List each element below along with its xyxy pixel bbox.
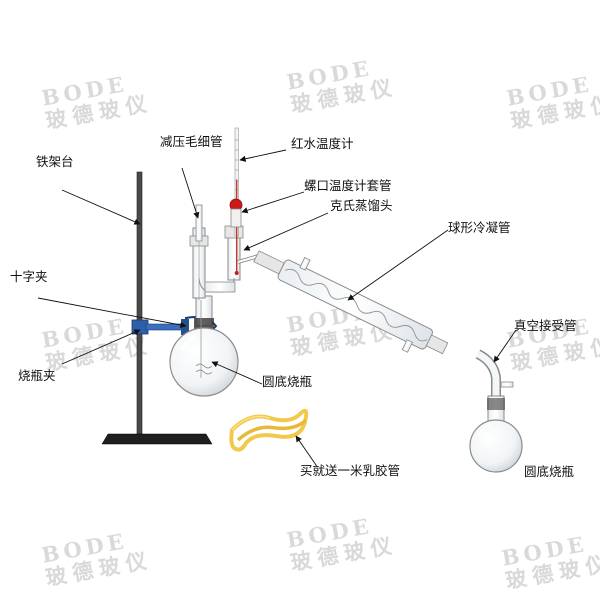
label-thermometer-adapter: 螺口温度计套管 xyxy=(304,178,392,193)
round-bottom-flask-left xyxy=(169,295,239,397)
thermometer-adapter xyxy=(229,198,243,228)
label-round-flask-right: 圆底烧瓶 xyxy=(524,464,575,479)
label-vacuum-adapter: 真空接受管 xyxy=(514,318,577,333)
label-capillary-tube: 减压毛细管 xyxy=(160,134,223,149)
capillary-tube xyxy=(195,204,203,300)
label-cross-clamp: 十字夹 xyxy=(10,269,48,284)
label-round-flask-left: 圆底烧瓶 xyxy=(262,374,313,389)
label-latex-tubing: 买就送一米乳胶管 xyxy=(300,463,401,478)
allihn-condenser xyxy=(253,250,449,355)
round-bottom-flask-right xyxy=(469,395,523,473)
latex-tubing xyxy=(229,408,309,452)
label-allihn-condenser: 球形冷凝管 xyxy=(448,220,511,235)
label-flask-clamp: 烧瓶夹 xyxy=(18,368,56,383)
vacuum-adapter xyxy=(475,349,514,400)
label-claisen-head: 克氏蒸馏头 xyxy=(330,198,393,213)
iron-stand xyxy=(101,171,213,445)
label-red-thermometer: 红水温度计 xyxy=(291,136,354,151)
leader-lines xyxy=(37,149,517,466)
label-iron-stand: 铁架台 xyxy=(36,154,74,169)
